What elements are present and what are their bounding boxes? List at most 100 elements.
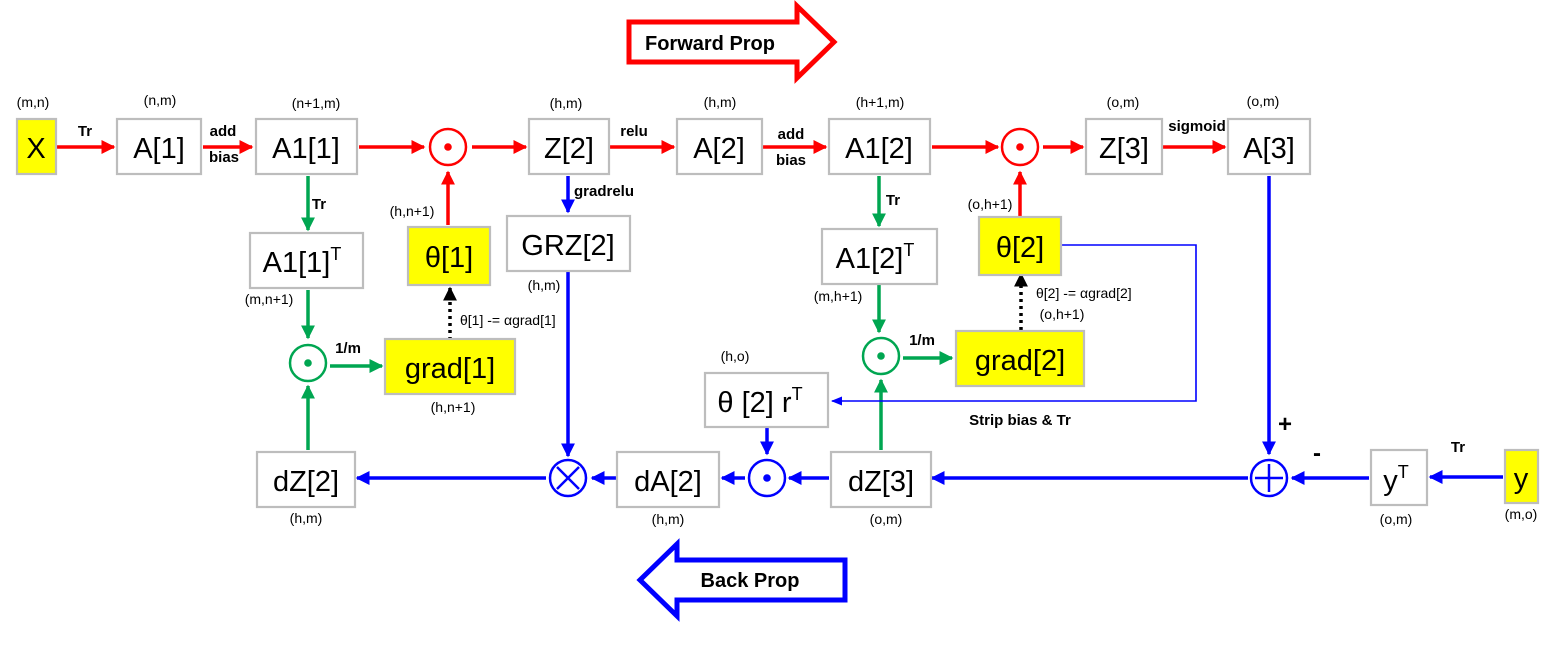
back-prop-banner: Back Prop (636, 538, 848, 622)
node-dz2-label: dZ[2] (273, 466, 339, 498)
plus-sign: + (1278, 411, 1292, 438)
node-a1b-label: A1[1] (272, 133, 340, 165)
dim-dz2: (h,m) (290, 510, 323, 526)
label-inv-m-1: 1/m (335, 340, 361, 357)
dim-a12t: (m,h+1) (814, 288, 863, 304)
signs: + - (1278, 411, 1321, 467)
edge-theta2-theta2r (830, 244, 1197, 406)
node-dz2: dZ[2] (255, 450, 357, 509)
node-a1bt-sup: T (330, 244, 341, 264)
label-strip-bias: Strip bias & Tr (969, 412, 1071, 429)
node-a1bt-base: A1[1] (263, 247, 331, 279)
update-theta2: θ[2] -= αgrad[2] (1036, 285, 1132, 301)
dim-theta2r: (h,o) (721, 348, 750, 364)
dim-a1b: (n+1,m) (292, 95, 341, 111)
label-sigmoid: sigmoid (1168, 118, 1226, 135)
operators (288, 127, 1289, 498)
node-dz3-label: dZ[3] (848, 466, 914, 498)
edge-labels: Tr add bias relu add bias sigmoid Tr gra… (78, 118, 1465, 456)
dim-theta2: (o,h+1) (968, 196, 1013, 212)
node-y: y (1503, 448, 1540, 505)
node-grad1-label: grad[1] (405, 353, 495, 385)
node-theta2-label: θ[2] (996, 232, 1044, 264)
node-grad1: grad[1] (383, 337, 517, 396)
node-a1b2-label: A1[2] (845, 133, 913, 165)
back-prop-label: Back Prop (701, 570, 800, 592)
node-a2-label: A[2] (693, 133, 745, 165)
node-a3: A[3] (1226, 117, 1312, 176)
label-relu: relu (620, 123, 648, 140)
forward-prop-banner: Forward Prop (626, 0, 838, 84)
update-notes: θ[1] -= αgrad[1] θ[2] -= αgrad[2] (460, 285, 1132, 328)
dim-a2: (h,m) (704, 94, 737, 110)
dim-grad2: (o,h+1) (1040, 306, 1085, 322)
dim-grad1: (h,n+1) (431, 399, 476, 415)
node-a12t-label: A1[2]T (836, 240, 915, 275)
node-a12t-base: A1[2] (836, 243, 904, 275)
node-theta2r-base: θ [2] r (717, 387, 791, 419)
gradient-edges (301, 176, 954, 450)
node-a1b2: A1[2] (827, 117, 932, 176)
label-inv-m-2: 1/m (909, 332, 935, 349)
dim-theta1: (h,n+1) (390, 203, 435, 219)
label-add-2: add (778, 126, 805, 143)
node-x: X (15, 117, 58, 176)
node-yt: yT (1369, 448, 1429, 507)
label-bias-1: bias (209, 149, 239, 166)
dim-dz3: (o,m) (870, 511, 903, 527)
node-a12t-sup: T (903, 240, 914, 260)
dim-a1bt: (m,n+1) (245, 291, 294, 307)
update-edges (443, 272, 1028, 340)
node-yt-label: yT (1383, 462, 1409, 497)
dim-y: (m,o) (1505, 506, 1538, 522)
node-z2: Z[2] (527, 117, 611, 176)
node-yt-sup: T (1398, 462, 1409, 482)
minus-sign: - (1313, 440, 1321, 467)
forward-edges (57, 140, 1227, 225)
node-dz3: dZ[3] (829, 450, 933, 509)
hadamard-backward (747, 458, 787, 498)
node-a1b: A1[1] (254, 117, 359, 176)
node-z2-label: Z[2] (544, 133, 594, 165)
label-tr-a1b2: Tr (886, 192, 900, 209)
dim-a1b2: (h+1,m) (856, 94, 905, 110)
node-da2: dA[2] (615, 450, 721, 509)
node-a1bt: A1[1]T (248, 231, 365, 290)
node-z3-label: Z[3] (1099, 133, 1149, 165)
backward-edges (355, 176, 1503, 485)
hadamard-gradient-2 (861, 336, 901, 376)
node-theta2r-label: θ [2] rT (717, 384, 802, 419)
node-a1: A[1] (115, 117, 203, 176)
nodes: X A[1] A1[1] Z[2] A[2] A1[2] Z[3] A[3] (15, 117, 1540, 509)
dim-a1: (n,m) (144, 92, 177, 108)
dim-z3: (o,m) (1107, 94, 1140, 110)
label-bias-2: bias (776, 152, 806, 169)
node-grz2-label: GRZ[2] (521, 230, 614, 262)
node-x-label: X (26, 133, 45, 165)
node-grad2-label: grad[2] (975, 345, 1065, 377)
node-theta2: θ[2] (977, 215, 1063, 277)
node-a12t: A1[2]T (820, 227, 939, 286)
node-a1bt-label: A1[1]T (263, 244, 342, 279)
dimension-labels: (m,n) (n,m) (n+1,m) (h,m) (h,m) (h+1,m) … (17, 92, 1538, 527)
node-yt-base: y (1383, 465, 1398, 497)
node-theta1: θ[1] (406, 225, 492, 287)
label-tr-y: Tr (1451, 439, 1465, 456)
label-tr-x: Tr (78, 123, 92, 140)
node-y-label: y (1514, 463, 1529, 495)
label-tr-a1b: Tr (312, 196, 326, 213)
dim-x: (m,n) (17, 94, 50, 110)
hadamard-forward-2 (1000, 127, 1040, 167)
label-gradrelu: gradrelu (574, 183, 634, 200)
node-a2: A[2] (675, 117, 764, 176)
node-grad2: grad[2] (954, 329, 1086, 388)
node-grz2: GRZ[2] (505, 214, 632, 273)
hadamard-forward-1 (428, 127, 468, 167)
node-da2-label: dA[2] (634, 466, 702, 498)
node-a3-label: A[3] (1243, 133, 1295, 165)
add-operator (1249, 458, 1289, 498)
dim-z2: (h,m) (550, 95, 583, 111)
dim-a3: (o,m) (1247, 93, 1280, 109)
